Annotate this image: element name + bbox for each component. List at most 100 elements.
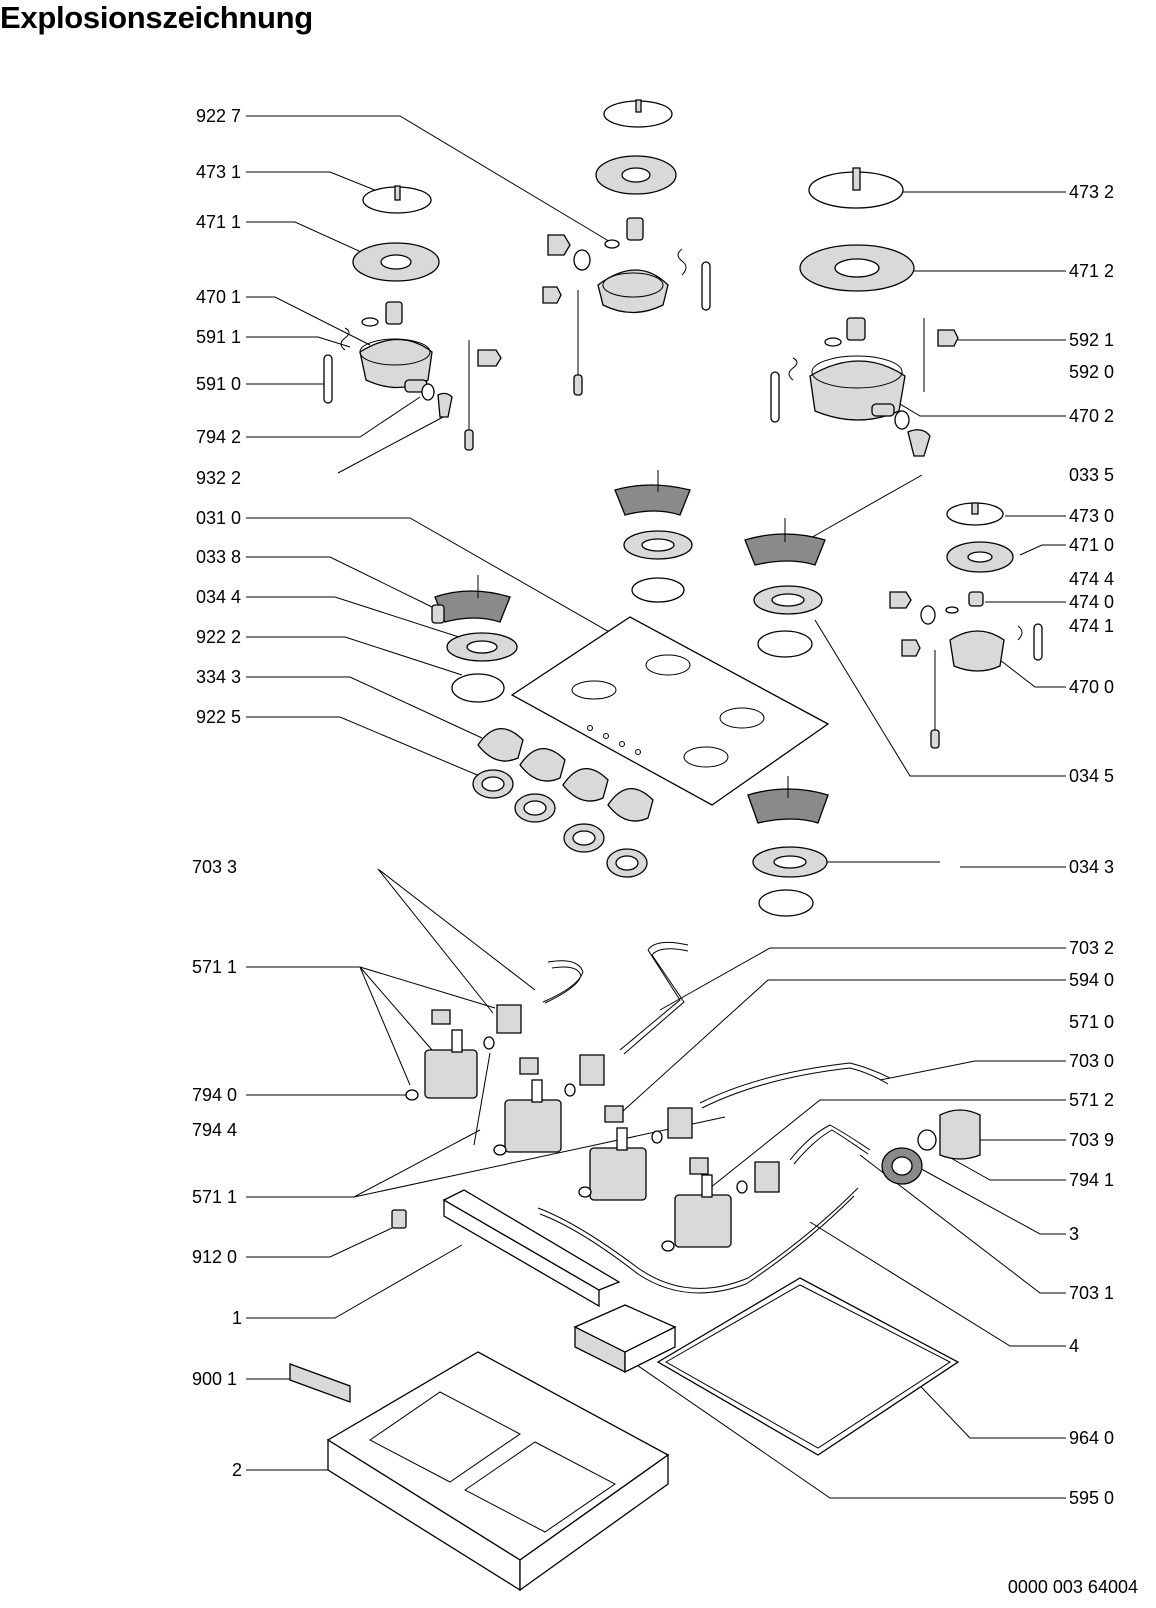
pan-supports	[434, 470, 829, 824]
leader-473-1	[246, 171, 393, 198]
part-label-594-0: 594 0	[1069, 970, 1114, 990]
leader-471-0	[1019, 544, 1066, 556]
gas-connection	[881, 1109, 981, 1185]
leader-703-3	[377, 868, 536, 1014]
burner-right-small	[889, 502, 1043, 749]
part-label-1: 1	[232, 1308, 242, 1328]
hob-seal	[656, 1277, 960, 1456]
part-label-794-1: 794 1	[1069, 1170, 1114, 1190]
part-label-932-2: 932 2	[196, 468, 241, 488]
part-label-703-3: 703 3	[192, 857, 237, 877]
part-label-794-0: 794 0	[192, 1085, 237, 1105]
part-label-474-1: 474 1	[1069, 616, 1114, 636]
leader-034-3	[822, 861, 1066, 868]
part-label-473-1: 473 1	[196, 162, 241, 182]
leader-703-0	[879, 1060, 1066, 1081]
leader-794-2	[246, 396, 421, 438]
part-label-571-1-top: 571 1	[192, 957, 237, 977]
part-label-334-3: 334 3	[196, 667, 241, 687]
part-label-571-2: 571 2	[1069, 1090, 1114, 1110]
leader-3	[904, 1159, 1066, 1235]
part-label-595-0: 595 0	[1069, 1488, 1114, 1508]
leader-034-4	[246, 596, 463, 639]
burner-right-large	[770, 167, 959, 457]
leader-470-1	[246, 296, 371, 346]
part-label-922-2: 922 2	[196, 627, 241, 647]
part-label-031-0: 031 0	[196, 508, 241, 528]
control-box	[573, 1304, 677, 1374]
part-label-474-0: 474 0	[1069, 592, 1114, 612]
leader-334-3	[246, 676, 483, 739]
leader-922-2	[246, 636, 463, 676]
leader-922-5	[246, 716, 483, 778]
leader-591-1	[246, 336, 351, 348]
part-label-900-1: 900 1	[192, 1369, 237, 1389]
part-label-964-0: 964 0	[1069, 1428, 1114, 1448]
part-label-703-1: 703 1	[1069, 1283, 1114, 1303]
part-label-4: 4	[1069, 1336, 1079, 1356]
part-label-3: 3	[1069, 1224, 1079, 1244]
leader-794-4	[473, 1052, 491, 1146]
part-label-922-7: 922 7	[196, 106, 241, 126]
leader-470-0	[999, 659, 1066, 688]
part-label-703-0: 703 0	[1069, 1051, 1114, 1071]
part-label-912-0: 912 0	[192, 1247, 237, 1267]
part-label-471-1: 471 1	[196, 212, 241, 232]
left-labels: 922 7 473 1 471 1 470 1 591 1 591 0 794 …	[192, 106, 242, 1480]
part-label-592-1: 592 1	[1069, 330, 1114, 350]
leader-033-8	[246, 556, 433, 608]
leader-lines	[246, 115, 1066, 1499]
leader-595-0	[617, 1351, 1066, 1499]
page-title: Explosionszeichnung	[0, 0, 313, 35]
part-label-571-1-bottom: 571 1	[192, 1187, 237, 1207]
part-label-470-1: 470 1	[196, 287, 241, 307]
part-label-571-0: 571 0	[1069, 1012, 1114, 1032]
part-label-703-2: 703 2	[1069, 938, 1114, 958]
leader-703-1	[859, 1154, 1066, 1294]
leader-594-0	[621, 979, 1066, 1113]
hob-glass-plate	[510, 616, 830, 806]
document-number: 0000 003 64004	[1007, 1577, 1138, 1597]
part-label-033-5: 033 5	[1069, 465, 1114, 485]
part-label-473-0: 473 0	[1069, 506, 1114, 526]
leader-571-2	[704, 1099, 1066, 1193]
part-label-471-0: 471 0	[1069, 535, 1114, 555]
part-label-794-4: 794 4	[192, 1120, 237, 1140]
part-label-034-3: 034 3	[1069, 857, 1114, 877]
leader-034-5	[814, 619, 1066, 777]
part-label-703-9: 703 9	[1069, 1130, 1114, 1150]
leader-912-0	[246, 1227, 393, 1258]
leader-922-7	[246, 115, 613, 244]
leader-794-1	[939, 1151, 1066, 1181]
leader-964-0	[904, 1369, 1066, 1439]
part-label-034-5: 034 5	[1069, 766, 1114, 786]
leader-4	[809, 1221, 1066, 1347]
leader-033-5	[799, 474, 923, 545]
part-label-034-4: 034 4	[196, 587, 241, 607]
leader-932-2	[337, 415, 446, 474]
burner-caps-rings	[431, 530, 828, 917]
gas-taps	[405, 1004, 780, 1252]
control-knobs	[472, 728, 654, 878]
part-label-470-2: 470 2	[1069, 406, 1114, 426]
leader-470-2	[879, 391, 1066, 417]
leader-571-1-top	[246, 966, 496, 1086]
part-label-473-2: 473 2	[1069, 182, 1114, 202]
part-label-474-4: 474 4	[1069, 569, 1114, 589]
part-label-470-0: 470 0	[1069, 677, 1114, 697]
part-label-471-2: 471 2	[1069, 261, 1114, 281]
part-label-591-1: 591 1	[196, 327, 241, 347]
part-label-591-0: 591 0	[196, 374, 241, 394]
gas-pipes	[537, 941, 891, 1294]
leader-471-1	[246, 221, 371, 257]
burner-left	[323, 185, 502, 451]
leader-1	[246, 1244, 463, 1319]
part-label-922-5: 922 5	[196, 707, 241, 727]
bottom-housing	[326, 1351, 670, 1592]
right-labels: 473 2 471 2 592 1 592 0 470 2 033 5 473 …	[1069, 182, 1114, 1508]
part-label-033-8: 033 8	[196, 547, 241, 567]
part-label-794-2: 794 2	[196, 427, 241, 447]
leader-703-2	[659, 947, 1066, 1011]
part-label-592-0: 592 0	[1069, 362, 1114, 382]
